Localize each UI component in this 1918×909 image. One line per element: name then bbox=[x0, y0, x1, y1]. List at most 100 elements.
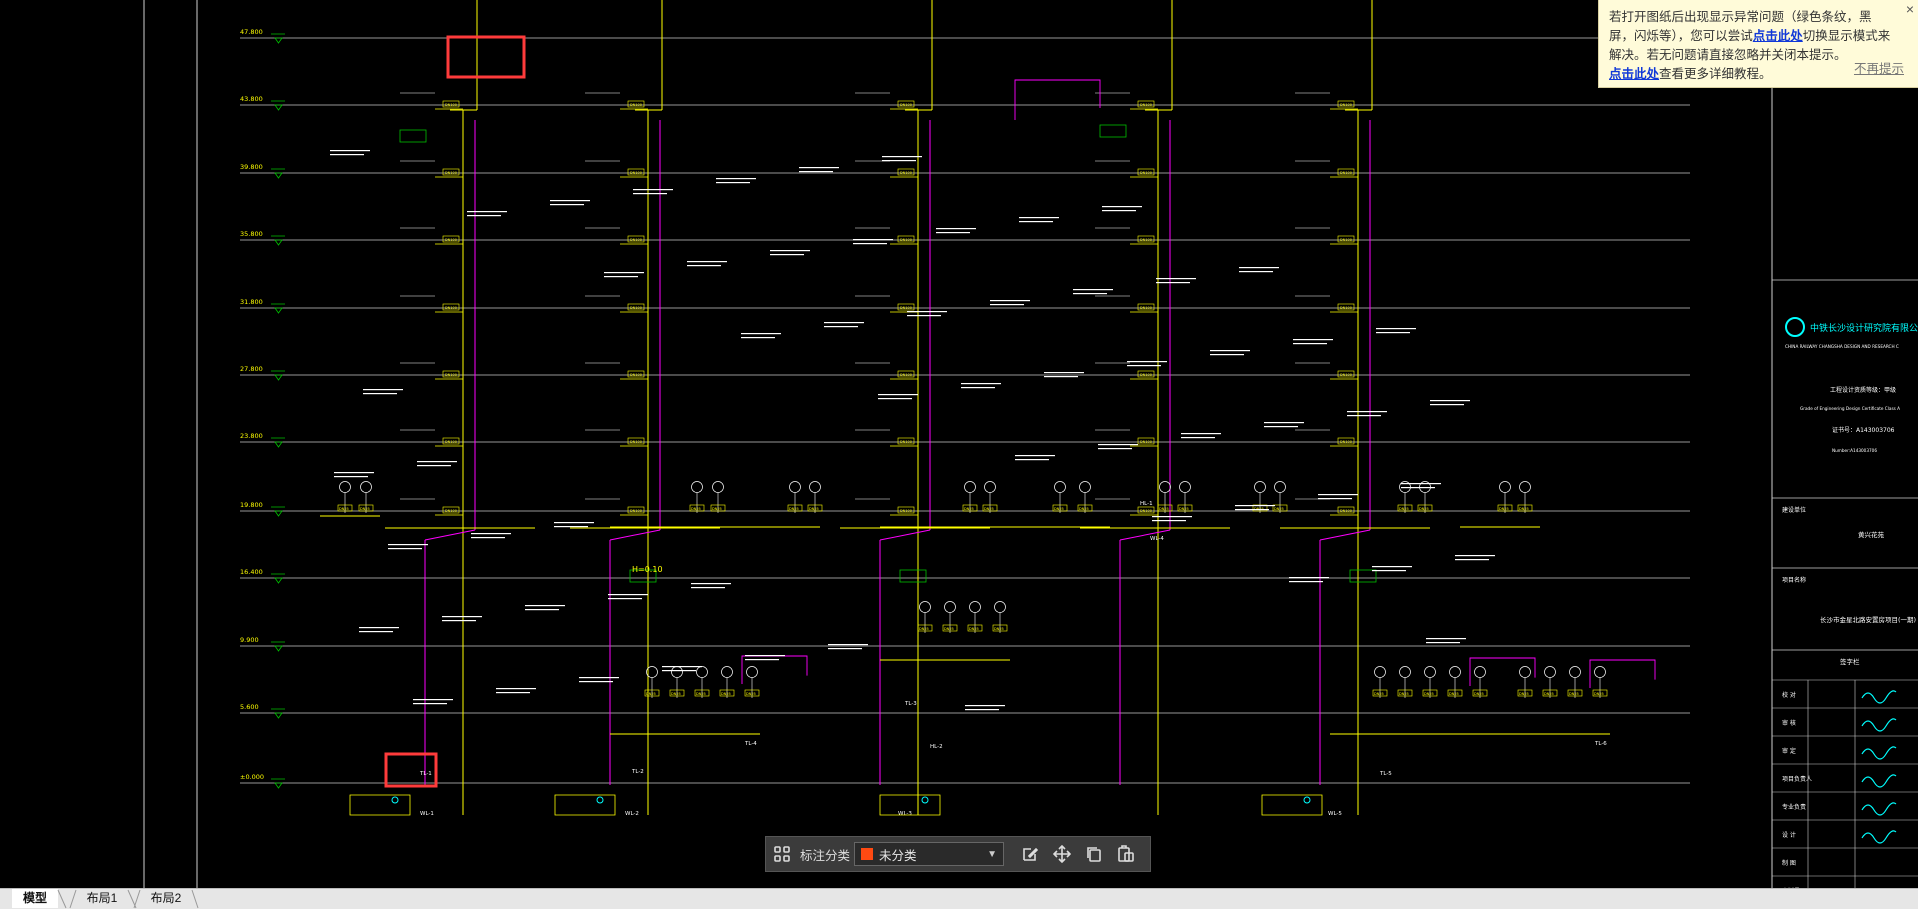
close-icon[interactable]: × bbox=[1905, 1, 1914, 17]
grid-apps-icon[interactable] bbox=[769, 841, 795, 867]
fixture-tag bbox=[337, 504, 353, 512]
tab-layout1[interactable]: 布局1 bbox=[76, 889, 128, 908]
green-valve-mark bbox=[1349, 569, 1377, 583]
annotation-stroke bbox=[442, 616, 482, 618]
fixture-tag bbox=[1542, 689, 1558, 697]
fixture-symbol bbox=[360, 481, 372, 493]
elevation-label: 47.800 bbox=[240, 28, 263, 36]
edit-icon[interactable] bbox=[1017, 841, 1043, 867]
pipe-size-tag bbox=[1137, 437, 1155, 445]
annotation-stroke bbox=[691, 583, 731, 585]
layout-tab-bar: 模型 布局1 布局2 bbox=[0, 888, 1918, 909]
annotation-stroke bbox=[965, 709, 999, 711]
fixture-group-outline bbox=[1589, 659, 1656, 688]
signature-mark bbox=[1861, 746, 1897, 760]
pipe-size-tag bbox=[1137, 506, 1155, 514]
fixture-symbol bbox=[1159, 481, 1171, 493]
elevation-label: 43.800 bbox=[240, 95, 263, 103]
category-value: 未分类 bbox=[879, 848, 917, 863]
fixture-tag bbox=[787, 504, 803, 512]
elevation-marker bbox=[271, 303, 285, 314]
riser-id-label: TL-5 bbox=[1379, 771, 1392, 777]
annotation-stroke bbox=[471, 533, 511, 535]
riser-pipes: DN100DN100DN100DN100DN100DN100DN100DN100… bbox=[385, 0, 1430, 815]
fixture-tag bbox=[1177, 504, 1193, 512]
move-icon[interactable] bbox=[1049, 841, 1075, 867]
pipe-size-label: DN100 bbox=[1340, 171, 1352, 175]
fixture-tag bbox=[807, 504, 823, 512]
category-select[interactable]: 未分类 ▼ bbox=[854, 842, 1005, 866]
display-issue-notice: 若打开图纸后出现显示异常问题（绿色条纹，黑屏，闪烁等），您可以尝试点击此处切换显… bbox=[1598, 0, 1918, 88]
annotation-stroke bbox=[1264, 422, 1304, 424]
annotation-stroke bbox=[716, 182, 750, 184]
cad-drawing-canvas[interactable]: 47.80043.80039.80035.80031.80027.80023.8… bbox=[0, 0, 1918, 888]
annotation-stroke bbox=[741, 337, 775, 339]
outlet-pipe bbox=[879, 794, 941, 816]
fixture-tag bbox=[1272, 504, 1288, 512]
annotation-stroke bbox=[330, 150, 370, 152]
riser-id-label: TL-6 bbox=[1594, 741, 1607, 747]
fixture-tag bbox=[1077, 504, 1093, 512]
green-valve-mark bbox=[1099, 124, 1127, 138]
elevation-label: 16.400 bbox=[240, 568, 263, 576]
annotation-stroke bbox=[554, 526, 588, 528]
pipe-size-tag bbox=[897, 370, 915, 378]
green-valve-mark bbox=[899, 569, 927, 583]
tab-layout2[interactable]: 布局2 bbox=[140, 889, 192, 908]
pipe-size-tag bbox=[1137, 303, 1155, 311]
pipe-size-label: DN100 bbox=[630, 373, 642, 377]
annotation-stroke bbox=[1401, 483, 1441, 485]
copy-icon[interactable] bbox=[1081, 841, 1107, 867]
switch-display-mode-link[interactable]: 点击此处 bbox=[1752, 29, 1803, 43]
elevation-marker bbox=[271, 641, 285, 652]
pipe-size-label: DN100 bbox=[445, 238, 457, 242]
fixture-symbol bbox=[994, 601, 1006, 613]
riser-pipe-magenta bbox=[1319, 529, 1371, 541]
annotation-stroke bbox=[770, 254, 804, 256]
annotation-stroke bbox=[961, 383, 1001, 385]
riser-id-label: TL-3 bbox=[904, 701, 917, 707]
dont-show-again-link[interactable]: 不再提示 bbox=[1853, 62, 1904, 76]
certificate-number: 证书号：A143003706 bbox=[1832, 426, 1895, 434]
pipe-size-tag bbox=[627, 100, 645, 108]
fixture-tag bbox=[1397, 504, 1413, 512]
paste-icon[interactable] bbox=[1113, 841, 1139, 867]
pipe-size-tag bbox=[442, 235, 460, 243]
pipe-size-label: DN25 bbox=[964, 507, 974, 511]
tab-model[interactable]: 模型 bbox=[12, 889, 58, 908]
annotation-stroke bbox=[359, 631, 393, 633]
elevation-label: 39.800 bbox=[240, 163, 263, 171]
pipe-size-label: DN100 bbox=[630, 440, 642, 444]
tutorial-link[interactable]: 点击此处 bbox=[1609, 67, 1660, 81]
fixture-symbol bbox=[1079, 481, 1091, 493]
pipe-size-label: DN25 bbox=[691, 507, 701, 511]
fixture-tag bbox=[719, 689, 735, 697]
pipe-size-label: DN25 bbox=[1374, 692, 1384, 696]
fixture-tag bbox=[992, 624, 1008, 632]
fixture-symbol bbox=[964, 481, 976, 493]
pipe-size-tag bbox=[1337, 235, 1355, 243]
annotation-stroke bbox=[936, 228, 976, 230]
fixture-symbol bbox=[1519, 666, 1531, 678]
pipe-size-tag bbox=[627, 437, 645, 445]
pipe-size-label: DN25 bbox=[994, 627, 1004, 631]
riser-id-label: TL-1 bbox=[419, 771, 432, 777]
annotation-stroke bbox=[525, 605, 565, 607]
riser-id-label: WL-4 bbox=[1150, 536, 1164, 542]
pipe-size-label: DN100 bbox=[445, 440, 457, 444]
annotation-stroke bbox=[1098, 448, 1132, 450]
pipe-size-label: DN25 bbox=[360, 507, 370, 511]
annotation-stroke bbox=[1044, 372, 1084, 374]
elevation-label: 9.900 bbox=[240, 636, 259, 644]
pipe-size-label: DN100 bbox=[445, 103, 457, 107]
fixture-symbol bbox=[696, 666, 708, 678]
fixture-symbol bbox=[1449, 666, 1461, 678]
elevation-marker bbox=[271, 506, 285, 517]
annotation-stroke bbox=[467, 211, 507, 213]
fixture-symbol bbox=[712, 481, 724, 493]
pipe-size-label: DN100 bbox=[1340, 509, 1352, 513]
fixture-symbol bbox=[809, 481, 821, 493]
fixture-tag bbox=[962, 504, 978, 512]
pipe-size-label: DN25 bbox=[746, 692, 756, 696]
